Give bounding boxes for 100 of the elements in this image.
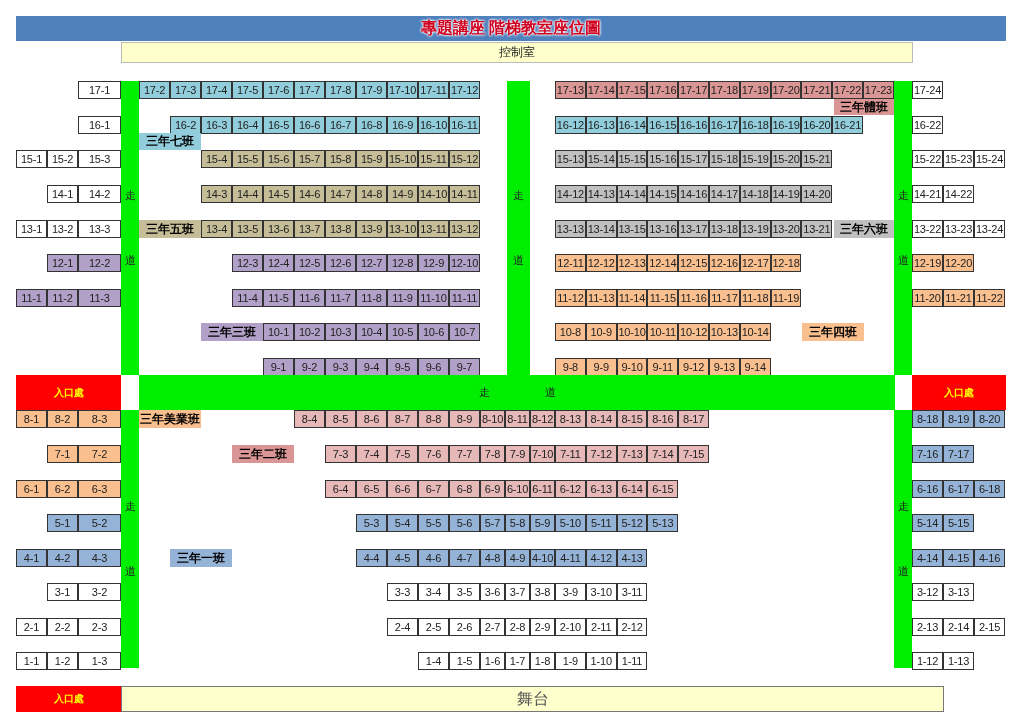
seat-box: 13-17: [678, 220, 709, 238]
seat-box: 15-1: [16, 150, 47, 168]
seat-box: 7-4: [356, 445, 387, 463]
seat-box: 15-8: [325, 150, 356, 168]
seat-box: 17-4: [201, 81, 232, 99]
seat-box: 12-13: [616, 254, 648, 272]
seat-box: 17-14: [585, 81, 617, 99]
seat-box: 4-10: [530, 549, 555, 567]
aisle-band: [121, 410, 139, 668]
seat-box: 12-3: [232, 254, 263, 272]
seat-box: 13-6: [263, 220, 294, 238]
seat-box: 17-20: [770, 81, 802, 99]
seat-box: 14-2: [78, 185, 121, 203]
seat-box: 15-20: [770, 150, 802, 168]
seat-box: 9-10: [616, 358, 648, 376]
seat-box: 15-15: [616, 150, 648, 168]
seat-box: 10-6: [418, 323, 449, 341]
seat-box: 17-5: [232, 81, 263, 99]
seat-box: 10-2: [294, 323, 325, 341]
seat-box: 2-1: [16, 618, 47, 636]
seat-box: 7-14: [647, 445, 679, 463]
seat-box: 11-6: [294, 289, 325, 307]
seat-box: 14-17: [709, 185, 740, 203]
seat-box: 7-15: [678, 445, 709, 463]
seat-box: 9-9: [585, 358, 617, 376]
seat-box: 15-11: [418, 150, 449, 168]
seat-box: 16-21: [832, 116, 863, 134]
seat-box: 3-11: [616, 583, 648, 601]
seat-box: 4-7: [449, 549, 480, 567]
seat-box: 5-3: [356, 514, 387, 532]
seat-box: 1-3: [78, 652, 121, 670]
seat-box: 2-13: [912, 618, 943, 636]
seat-box: 13-24: [974, 220, 1005, 238]
seat-box: 8-13: [555, 410, 586, 428]
aisle-text: 走: [124, 188, 136, 203]
seat-box: 16-3: [201, 116, 232, 134]
seat-box: 5-1: [47, 514, 78, 532]
seat-box: 11-9: [387, 289, 418, 307]
seat-box: 14-16: [678, 185, 709, 203]
seat-box: 4-6: [418, 549, 449, 567]
seat-box: 4-16: [974, 549, 1005, 567]
seat-box: 3-9: [555, 583, 586, 601]
seat-box: 3-13: [943, 583, 974, 601]
class-label: 三年體班: [834, 99, 894, 115]
seat-box: 10-8: [555, 323, 586, 341]
seat-box: 17-9: [356, 81, 387, 99]
seat-box: 8-4: [294, 410, 325, 428]
seat-box: 6-2: [47, 480, 78, 498]
seat-box: 8-15: [616, 410, 648, 428]
seat-box: 11-16: [678, 289, 709, 307]
seat-box: 3-10: [585, 583, 617, 601]
seat-box: 9-8: [555, 358, 586, 376]
seat-box: 16-15: [647, 116, 679, 134]
seat-box: 10-7: [449, 323, 480, 341]
seat-box: 7-16: [912, 445, 943, 463]
seat-box: 12-4: [263, 254, 294, 272]
seat-box: 9-12: [678, 358, 709, 376]
seat-box: 4-2: [47, 549, 78, 567]
seat-box: 16-22: [912, 116, 943, 134]
seat-box: 13-1: [16, 220, 47, 238]
seat-box: 12-18: [770, 254, 802, 272]
seat-box: 5-13: [647, 514, 679, 532]
seat-box: 7-6: [418, 445, 449, 463]
seat-box: 5-2: [78, 514, 121, 532]
seat-box: 2-7: [480, 618, 505, 636]
seat-box: 9-2: [294, 358, 325, 376]
seat-box: 3-1: [47, 583, 78, 601]
seat-box: 14-7: [325, 185, 356, 203]
seat-box: 1-11: [616, 652, 648, 670]
seat-box: 6-9: [480, 480, 505, 498]
seat-box: 17-19: [739, 81, 771, 99]
class-label: 三年二班: [232, 445, 294, 463]
seat-box: 2-11: [585, 618, 617, 636]
seat-box: 11-1: [16, 289, 47, 307]
seat-box: 7-13: [616, 445, 648, 463]
seat-box: 5-6: [449, 514, 480, 532]
seat-box: 1-2: [47, 652, 78, 670]
seat-box: 1-1: [16, 652, 47, 670]
seat-box: 1-4: [418, 652, 449, 670]
seat-box: 17-6: [263, 81, 294, 99]
seat-box: 1-6: [480, 652, 505, 670]
seat-box: 5-11: [585, 514, 617, 532]
seat-box: 8-7: [387, 410, 418, 428]
seat-box: 8-19: [943, 410, 974, 428]
seat-box: 5-5: [418, 514, 449, 532]
seat-box: 7-9: [505, 445, 530, 463]
seat-box: 14-1: [47, 185, 78, 203]
seat-box: 11-17: [709, 289, 740, 307]
seat-box: 13-3: [78, 220, 121, 238]
aisle-text: 走: [513, 188, 524, 203]
seat-box: 16-18: [739, 116, 771, 134]
seat-box: 16-20: [801, 116, 833, 134]
seat-box: 11-22: [974, 289, 1005, 307]
seat-box: 7-2: [78, 445, 121, 463]
seat-box: 6-5: [356, 480, 387, 498]
seat-box: 16-10: [418, 116, 449, 134]
aisle-text: 走: [124, 499, 136, 514]
seat-box: 13-21: [801, 220, 833, 238]
aisle-band: [507, 81, 530, 375]
seat-box: 3-12: [912, 583, 943, 601]
